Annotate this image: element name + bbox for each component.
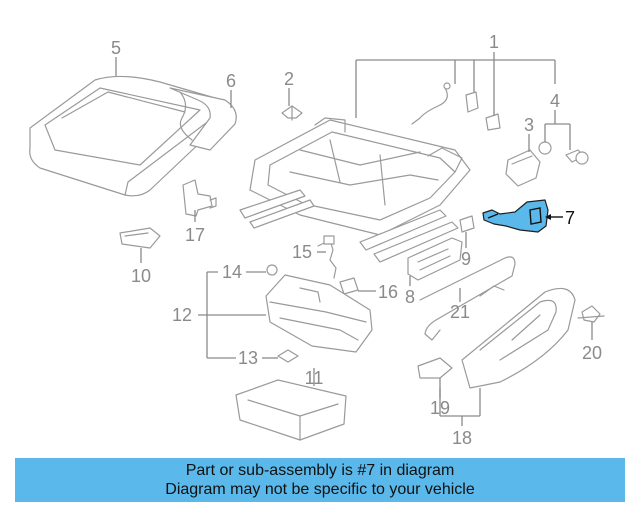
callout-12: 12 <box>172 305 192 325</box>
clip-part-13 <box>277 349 299 363</box>
callout-17: 17 <box>185 225 205 245</box>
callout-16: 16 <box>378 282 398 302</box>
callout-5: 5 <box>111 38 121 58</box>
side-shield-part-18 <box>461 287 576 389</box>
connector-part-16 <box>339 277 359 295</box>
connector-part-1a <box>465 91 479 113</box>
callout-20: 20 <box>582 343 602 363</box>
callout-13: 13 <box>238 348 258 368</box>
bolt-part-4a <box>538 141 552 155</box>
parts-diagram: 5 6 2 1 4 3 7 17 10 15 14 16 12 13 11 9 … <box>29 32 605 448</box>
callout-19: 19 <box>430 398 450 418</box>
seat-frame-assembly <box>239 117 471 263</box>
callout-18: 18 <box>452 428 472 448</box>
cover-part-19 <box>417 357 453 379</box>
wire-frame-part-21 <box>419 256 516 341</box>
bracket-part-7-highlighted <box>482 199 549 233</box>
callout-9: 9 <box>461 249 471 269</box>
screw-part-14 <box>266 264 278 276</box>
plate-part-9 <box>459 215 475 233</box>
callout-11: 11 <box>305 368 324 388</box>
callout-8: 8 <box>405 287 415 307</box>
motor-part-3 <box>505 149 541 187</box>
info-banner: Part or sub-assembly is #7 in diagram Di… <box>15 458 625 502</box>
callout-14: 14 <box>222 262 242 282</box>
drawer-housing-part-12 <box>265 274 373 353</box>
callout-2: 2 <box>284 69 294 89</box>
harness-part-15 <box>317 235 337 279</box>
trim-part-8 <box>407 237 463 281</box>
callout-4: 4 <box>550 91 560 111</box>
bolt-part-4b <box>565 149 589 165</box>
callout-3: 3 <box>524 115 534 135</box>
callout-1: 1 <box>489 32 499 52</box>
callout-21: 21 <box>450 302 470 322</box>
banner-line-1: Part or sub-assembly is #7 in diagram <box>185 462 455 479</box>
clip-part-20 <box>577 305 605 323</box>
banner-line-2: Diagram may not be specific to your vehi… <box>165 481 475 498</box>
bracket-part-17 <box>182 179 217 217</box>
connector-part-1b <box>485 113 501 131</box>
callout-15: 15 <box>292 242 312 262</box>
harness-part-1 <box>411 82 451 125</box>
callout-10: 10 <box>131 266 151 286</box>
callout-7: 7 <box>565 208 575 228</box>
clip-part-10 <box>119 227 161 249</box>
pin-part-2 <box>281 105 303 121</box>
callout-6: 6 <box>226 71 236 91</box>
drawer-part-11 <box>235 379 347 441</box>
